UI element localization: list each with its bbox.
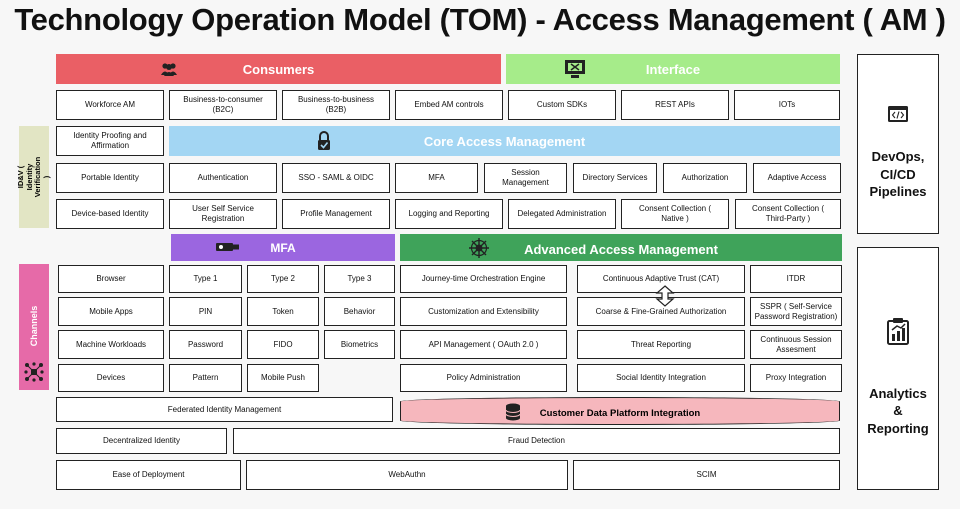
- analytics-label: Analytics & Reporting: [867, 385, 929, 436]
- advanced-item: SSPR ( Self-Service Password Registratio…: [750, 297, 842, 326]
- bottom-item-webauthn: WebAuthn: [246, 460, 568, 490]
- bottom-item-fraud: Fraud Detection: [233, 428, 840, 454]
- devops-label: DevOps, CI/CD Pipelines: [869, 149, 927, 200]
- bottom-item-decentralized: Decentralized Identity: [56, 428, 227, 454]
- consumers-label: Consumers: [242, 61, 315, 77]
- advanced-access-header: Advanced Access Management: [400, 234, 842, 261]
- usb-key-icon: [216, 242, 240, 252]
- bottom-item-ease: Ease of Deployment: [56, 460, 241, 490]
- advanced-item: Policy Administration: [400, 364, 567, 392]
- core-item: Logging and Reporting: [395, 199, 503, 229]
- core-item: User Self Service Registration: [169, 199, 277, 229]
- consumers-header: Consumers: [56, 54, 501, 84]
- advanced-item: Journey-time Orchestration Engine: [400, 265, 567, 293]
- idv-label-bar: ID&V ( Identity Verification ): [15, 126, 51, 228]
- mfa-item: PIN: [169, 297, 242, 326]
- core-item: Consent Collection ( Third-Party ): [735, 199, 841, 229]
- core-item-identity-proofing: Identity Proofing and Affirmation: [56, 126, 164, 156]
- channel-item: Devices: [58, 364, 164, 392]
- devops-panel: DevOps, CI/CD Pipelines: [857, 54, 939, 234]
- cdp-banner: Customer Data Platform Integration: [400, 397, 840, 425]
- advanced-item: ITDR: [750, 265, 842, 293]
- advanced-item: Social Identity Integration: [577, 364, 745, 392]
- channel-item: Mobile Apps: [58, 297, 164, 326]
- core-item: Authentication: [169, 163, 277, 193]
- mfa-item: Mobile Push: [247, 364, 319, 392]
- arrows-vertical-icon: [654, 285, 676, 307]
- mfa-item: Type 1: [169, 265, 242, 293]
- core-item: SSO - SAML & OIDC: [282, 163, 390, 193]
- core-item: Adaptive Access: [753, 163, 841, 193]
- mfa-header: MFA: [171, 234, 395, 261]
- core-access-header: Core Access Management: [169, 126, 840, 156]
- interface-label: Interface: [645, 61, 701, 77]
- chart-report-icon: [885, 300, 911, 363]
- advanced-access-label: Advanced Access Management: [524, 242, 718, 257]
- database-icon: [505, 403, 521, 421]
- bottom-item-federated: Federated Identity Management: [56, 397, 393, 422]
- mfa-item: Behavior: [324, 297, 395, 326]
- lock-icon: [317, 131, 331, 151]
- mfa-item: Type 3: [324, 265, 395, 293]
- bottom-item-scim: SCIM: [573, 460, 840, 490]
- channels-label-bar: Channels: [19, 264, 49, 390]
- core-item: Delegated Administration: [508, 199, 616, 229]
- interface-header: Interface: [506, 54, 840, 84]
- cdp-label: Customer Data Platform Integration: [539, 407, 701, 419]
- code-window-icon: [887, 87, 909, 140]
- mfa-item: FIDO: [247, 330, 319, 359]
- core-item: Directory Services: [573, 163, 657, 193]
- idv-label: ID&V ( Identity Verification ): [15, 156, 51, 198]
- core-item: Profile Management: [282, 199, 390, 229]
- advanced-item: Continuous Session Assesment: [750, 330, 842, 359]
- consumer-item: Embed AM controls: [395, 90, 503, 120]
- channel-item: Machine Workloads: [58, 330, 164, 359]
- monitor-icon: [564, 59, 586, 79]
- advanced-item: API Management ( OAuth 2.0 ): [400, 330, 567, 359]
- mfa-item: Biometrics: [324, 330, 395, 359]
- interface-item: REST APIs: [621, 90, 729, 120]
- core-item: Portable Identity: [56, 163, 164, 193]
- consumer-item: Workforce AM: [56, 90, 164, 120]
- advanced-item: Customization and Extensibility: [400, 297, 567, 326]
- mfa-item: Pattern: [169, 364, 242, 392]
- core-access-label: Core Access Management: [423, 133, 586, 149]
- consumer-item: Business-to-consumer (B2C): [169, 90, 277, 120]
- core-item: Device-based Identity: [56, 199, 164, 229]
- interface-item: IOTs: [734, 90, 840, 120]
- mfa-item: Token: [247, 297, 319, 326]
- core-item: Authorization: [663, 163, 747, 193]
- page-title: Technology Operation Model (TOM) - Acces…: [14, 2, 946, 37]
- interface-item: Custom SDKs: [508, 90, 616, 120]
- consumer-item: Business-to-business (B2B): [282, 90, 390, 120]
- channels-label: Channels: [28, 305, 39, 347]
- advanced-item: Proxy Integration: [750, 364, 842, 392]
- mfa-item: Type 2: [247, 265, 319, 293]
- core-item: Consent Collection ( Native ): [621, 199, 729, 229]
- core-item: Session Management: [484, 163, 567, 193]
- channels-hub-icon: [24, 362, 44, 382]
- advanced-item: Threat Reporting: [577, 330, 745, 359]
- core-item: MFA: [395, 163, 478, 193]
- mfa-label: MFA: [270, 240, 296, 255]
- network-icon: [468, 237, 490, 259]
- analytics-panel: Analytics & Reporting: [857, 247, 939, 490]
- mfa-item: Password: [169, 330, 242, 359]
- people-icon: [160, 62, 178, 76]
- channel-item: Browser: [58, 265, 164, 293]
